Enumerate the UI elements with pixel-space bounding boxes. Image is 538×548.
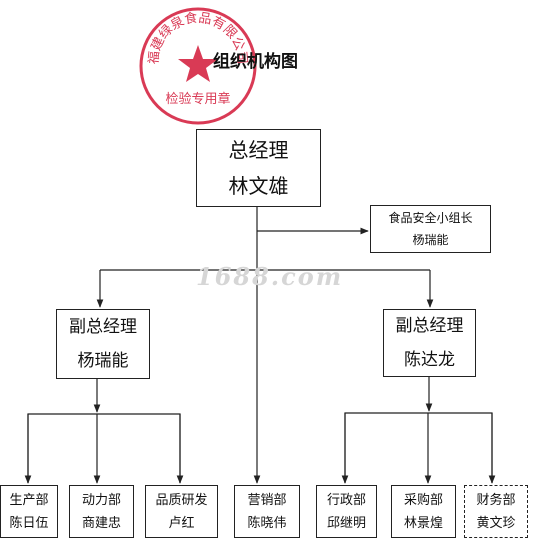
watermark: 1688.com — [196, 262, 344, 291]
node-general-manager: 总经理 林文雄 — [196, 129, 321, 207]
company-seal: 福建绿泉食品有限公司 检验专用章 — [139, 7, 257, 125]
node-person: 陈达龙 — [404, 350, 455, 370]
node-dept-name: 动力部 — [81, 492, 121, 508]
node-person: 邱继明 — [326, 515, 366, 531]
node-dept-purchasing: 采购部 林景煌 — [391, 485, 456, 538]
page-title: 组织机构图 — [213, 52, 298, 72]
node-dept-finance: 财务部 黄文珍 — [464, 485, 528, 538]
node-role: 副总经理 — [69, 317, 137, 337]
node-dept-name: 财务部 — [476, 492, 516, 508]
node-dept-admin: 行政部 邱继明 — [316, 485, 377, 538]
node-person: 陈日伍 — [9, 515, 49, 531]
node-person: 杨瑞能 — [412, 233, 449, 247]
seal-sub-text: 检验专用章 — [165, 91, 230, 107]
node-role: 总经理 — [228, 138, 289, 162]
node-dept-name: 采购部 — [403, 492, 443, 508]
node-person: 黄文珍 — [476, 515, 516, 531]
node-dept-production: 生产部 陈日伍 — [0, 485, 58, 538]
node-person: 林文雄 — [228, 174, 289, 198]
node-person: 杨瑞能 — [77, 351, 129, 371]
node-dept-name: 生产部 — [9, 492, 49, 508]
connector-left-dept-bar — [27, 413, 181, 483]
node-dept-power: 动力部 商建忠 — [69, 485, 134, 538]
node-dept-name: 营销部 — [247, 492, 287, 508]
node-person: 陈晓伟 — [247, 515, 287, 531]
node-dept-marketing: 营销部 陈晓伟 — [234, 485, 300, 538]
node-role: 副总经理 — [395, 316, 464, 336]
node-person: 卢红 — [168, 515, 195, 531]
node-dept-name: 行政部 — [326, 492, 366, 508]
node-role: 食品安全小组长 — [388, 211, 473, 225]
node-vice-gm-left: 副总经理 杨瑞能 — [56, 309, 150, 379]
node-person: 商建忠 — [81, 515, 121, 531]
node-person: 林景煌 — [403, 515, 443, 531]
seal-star-icon — [178, 45, 218, 82]
node-vice-gm-right: 副总经理 陈达龙 — [383, 309, 476, 377]
node-dept-name: 品质研发 — [155, 492, 208, 508]
connector-right-dept-bar — [344, 412, 493, 483]
node-food-safety-leader: 食品安全小组长 杨瑞能 — [370, 205, 491, 253]
seal-ring — [139, 7, 257, 125]
node-dept-quality-rd: 品质研发 卢红 — [145, 485, 218, 538]
